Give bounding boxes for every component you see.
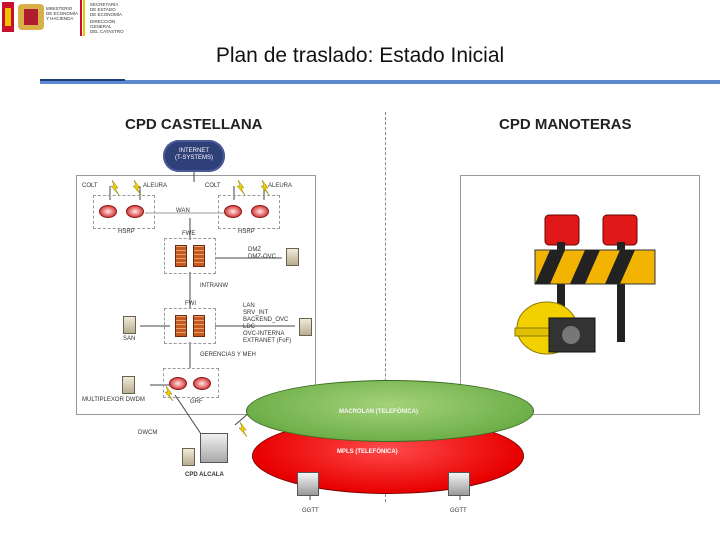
label-intranw: INTRANW <box>200 283 228 289</box>
construction-barrier-icon <box>514 214 656 355</box>
label-aleyra-1: ALEURA <box>143 183 168 189</box>
label-lan-block: LAN SRV_INT BACKEND_OVC LDC OVC-INTERNA … <box>243 303 292 344</box>
alcala-server-icon <box>182 448 195 466</box>
alcala-rack-icon <box>200 433 228 463</box>
router-group-right <box>218 195 280 229</box>
server-icon <box>286 248 299 266</box>
coat-of-arms-icon <box>2 0 85 36</box>
cloud-line-2: (T-SYSTEMS) <box>174 155 213 161</box>
label-ggtt-1: GGTT <box>302 508 319 514</box>
label-cpd-alcala: CPD ALCALA <box>185 472 224 478</box>
firewall-icon <box>193 245 205 267</box>
logo-line-3: DE ECONOMÍA <box>90 12 123 17</box>
ministry-logo: MINISTERIO DE ECONOMÍA Y HACIENDA SECRET… <box>0 0 125 36</box>
macrolan-network: MACROLAN (TELEFÓNICA) <box>246 380 534 442</box>
cpd-castellana-title: CPD CASTELLANA <box>125 116 263 133</box>
logo-line-6: DEL CATASTRO <box>90 29 124 34</box>
label-wan: WAN <box>176 208 190 214</box>
site-divider <box>385 112 386 502</box>
cpd-manoteras-title: CPD MANOTERAS <box>499 116 632 133</box>
ministry-line-3: Y HACIENDA <box>46 16 74 21</box>
label-hsrp-1: HSRP <box>118 229 135 235</box>
manoteras-panel <box>460 175 700 415</box>
label-dwdm-mux: MULTIPLEXOR DWDM <box>82 397 145 403</box>
san-storage-icon <box>123 316 136 334</box>
internet-cloud: INTERNET (T-SYSTEMS) <box>163 140 225 172</box>
castellana-panel <box>76 175 316 415</box>
logo-line-4: DIRECCIÓN <box>90 19 116 24</box>
mpls-label: MPLS (TELEFÓNICA) <box>337 449 398 455</box>
router-icon <box>224 205 242 218</box>
label-colt-1: COLT <box>82 183 98 189</box>
ministry-line-1: MINISTERIO <box>46 6 73 11</box>
cloud-line-1: INTERNET <box>179 148 209 154</box>
label-dmz: DMZ DMZ-OVC <box>248 247 276 260</box>
router-group-grf <box>163 368 219 398</box>
logo-line-1: SECRETARÍA <box>90 2 119 7</box>
logo-line-5: GENERAL <box>90 24 112 29</box>
label-dwdm: DWCM <box>138 430 158 436</box>
label-fwe: FWE <box>182 231 196 237</box>
label-aleyra-2: ALEURA <box>268 183 293 189</box>
router-icon <box>193 377 211 390</box>
logo-line-2: DE ESTADO <box>90 7 116 12</box>
label-hsrp-2: HSRP <box>238 229 255 235</box>
router-icon <box>99 205 117 218</box>
router-group-left <box>93 195 155 229</box>
label-fwi: FWI <box>185 301 196 307</box>
page-title: Plan de traslado: Estado Inicial <box>215 44 505 67</box>
router-icon <box>169 377 187 390</box>
firewall-group-internal <box>164 308 216 344</box>
router-icon <box>251 205 269 218</box>
title-underline-accent <box>40 79 125 81</box>
ggtt-server-icon <box>297 472 319 496</box>
firewall-icon <box>175 245 187 267</box>
label-ggtt-2: GGTT <box>450 508 467 514</box>
firewall-icon <box>193 315 205 337</box>
title-underline <box>40 80 720 84</box>
firewall-icon <box>175 315 187 337</box>
macrolan-label: MACROLAN (TELEFÓNICA) <box>339 409 418 415</box>
ggtt-server-icon <box>448 472 470 496</box>
label-san: SAN <box>123 336 136 342</box>
multiplexer-icon <box>122 376 135 394</box>
firewall-group-external <box>164 238 216 274</box>
label-gerencias: GERENCIAS Y MEH <box>200 352 256 358</box>
server-icon <box>299 318 312 336</box>
label-colt-2: COLT <box>205 183 221 189</box>
label-grf: GRF <box>190 399 203 405</box>
router-icon <box>126 205 144 218</box>
ministry-line-2: DE ECONOMÍA <box>46 11 79 16</box>
